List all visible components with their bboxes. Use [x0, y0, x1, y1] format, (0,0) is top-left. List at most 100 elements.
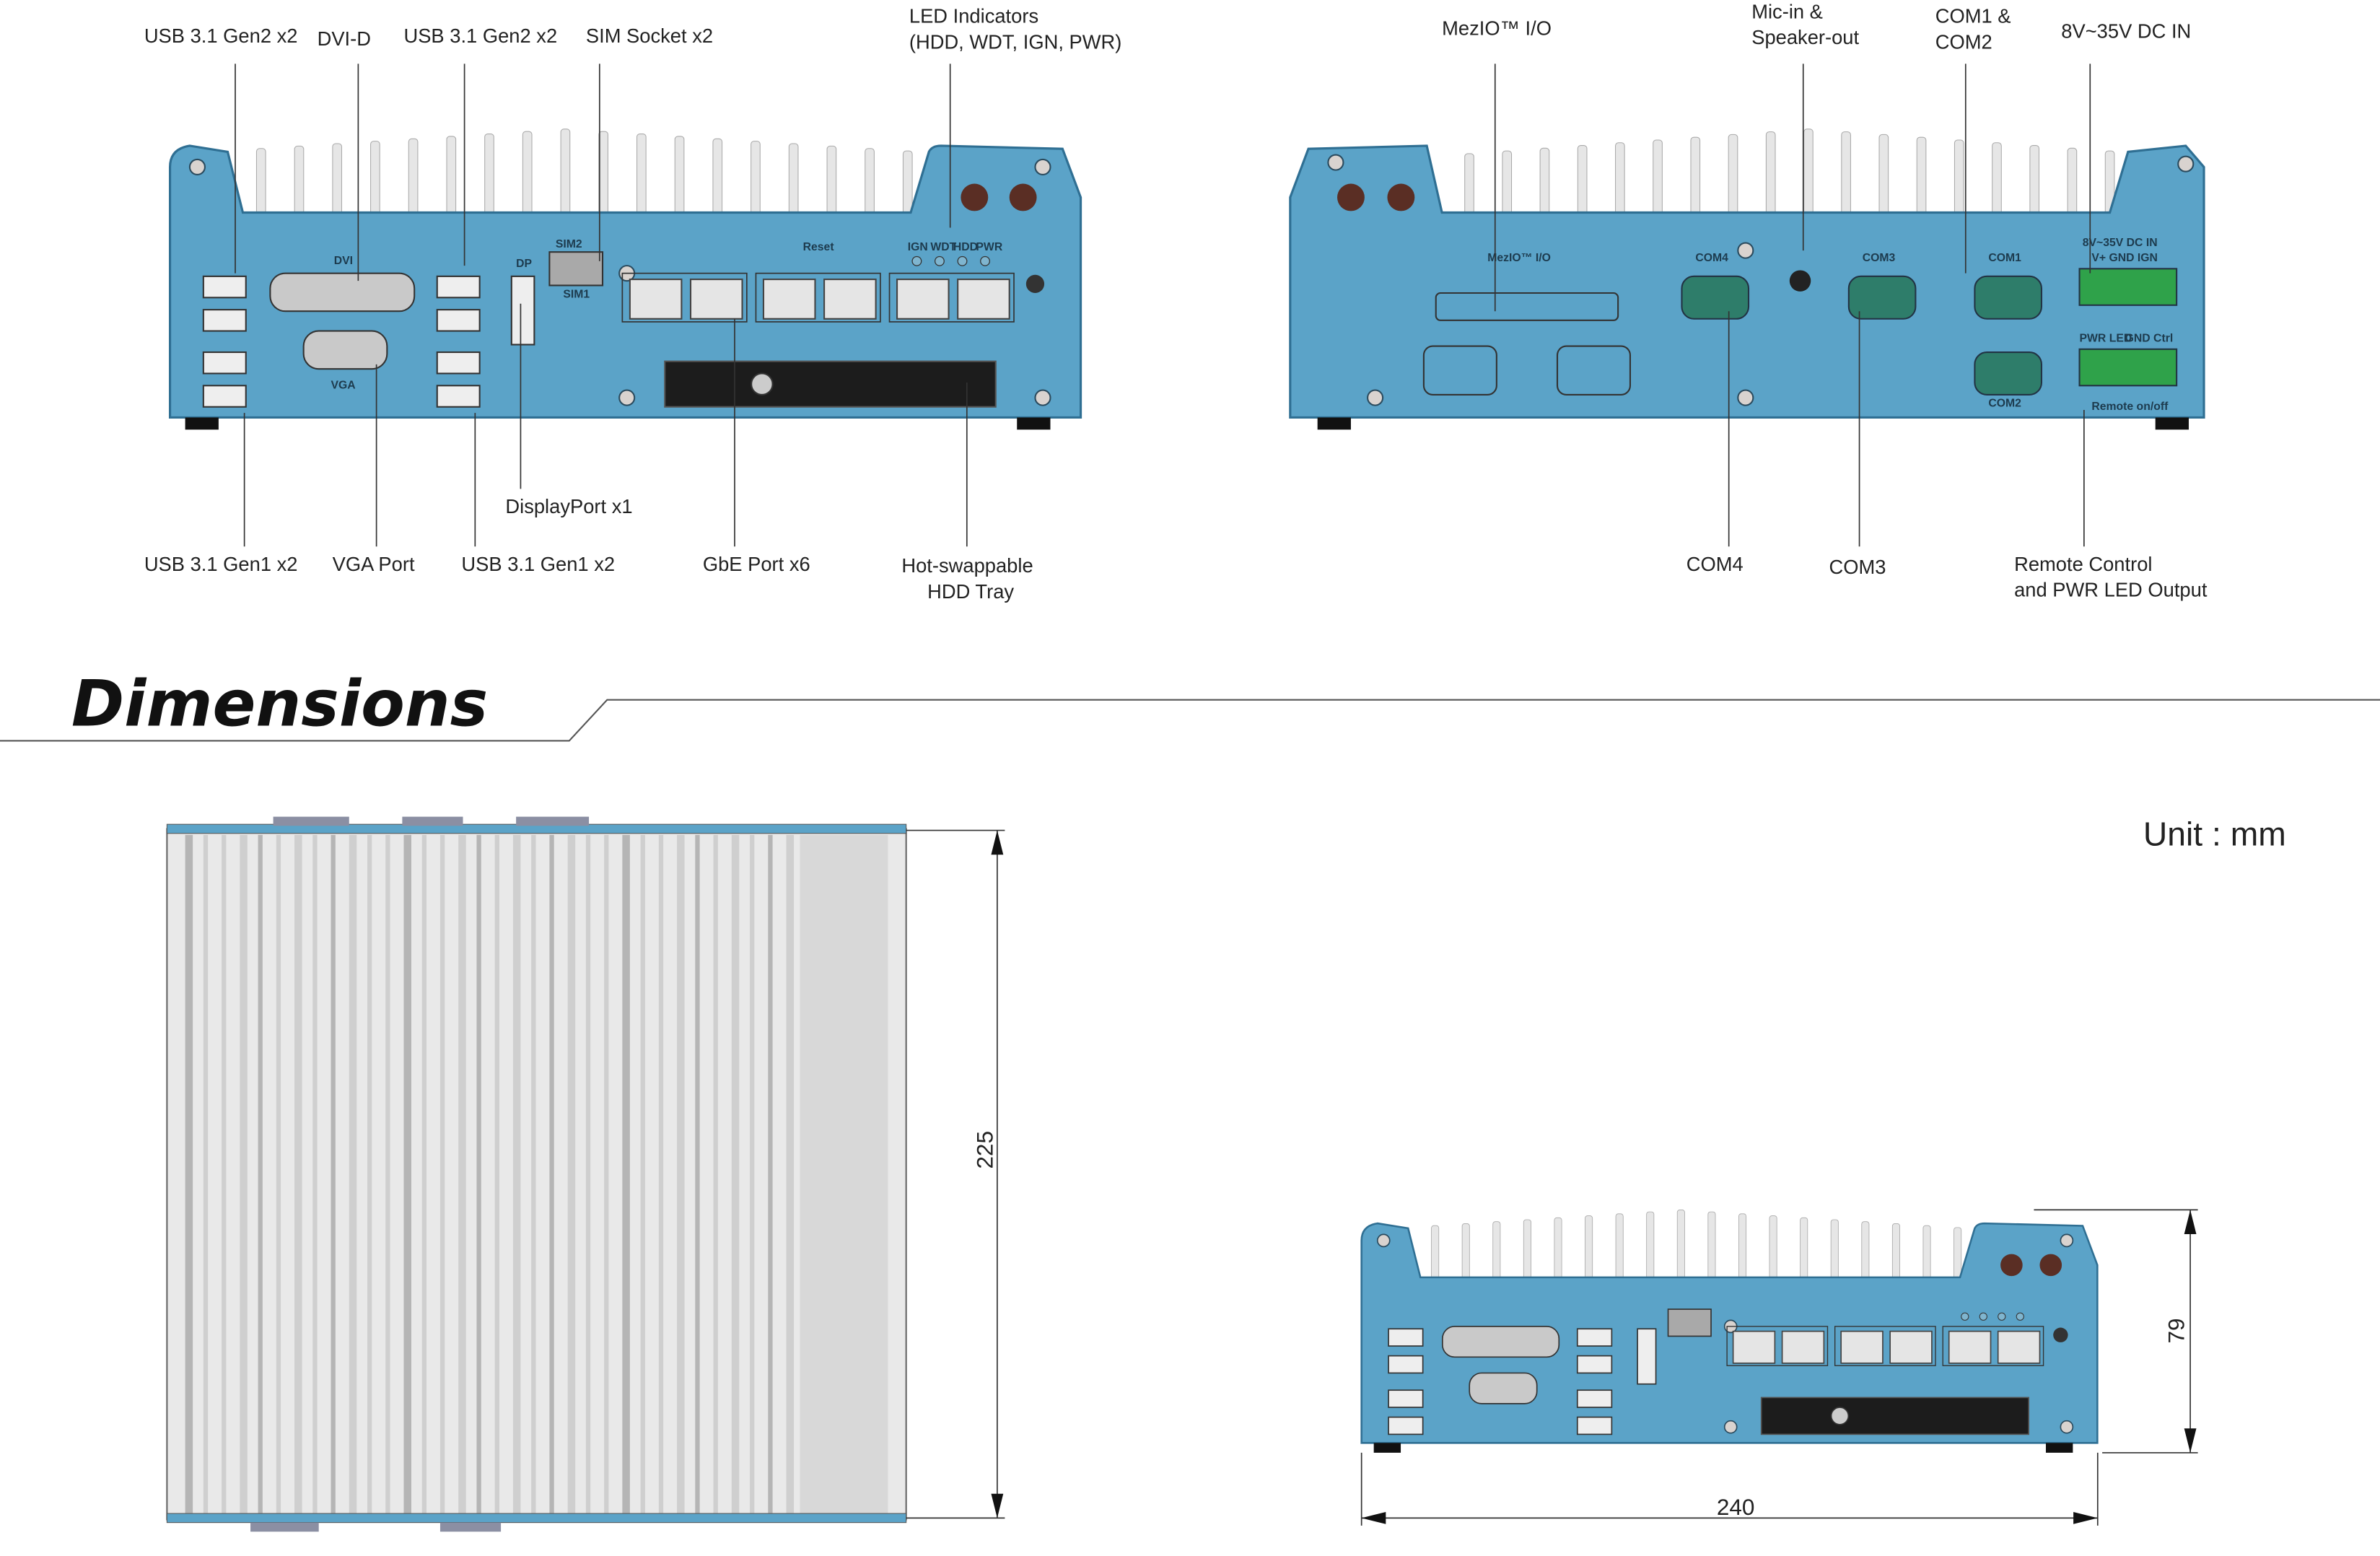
depth-dimension: 225	[906, 829, 1005, 1519]
sim2-silkscreen: SIM2	[556, 238, 582, 250]
reset-silkscreen: Reset	[803, 241, 835, 253]
unit-label: Unit : mm	[2143, 816, 2286, 853]
top-fin-stripe	[567, 834, 576, 1514]
dvi-silkscreen: DVI	[334, 255, 353, 267]
com2-silkscreen: COM2	[1988, 398, 2021, 410]
depth-value: 225	[972, 1131, 998, 1169]
led-silkscreen-wdt: WDT	[930, 241, 956, 253]
pwr-led-silkscreen: PWR LED	[2080, 332, 2132, 344]
label-displayport: DisplayPort x1	[505, 495, 632, 517]
top-fin-stripe	[349, 834, 357, 1514]
section-title: Dimensions	[71, 666, 488, 740]
top-view-connector	[516, 816, 590, 826]
remote-silkscreen: Remote on/off	[2091, 401, 2169, 413]
label-hdd-tray-1: Hot-swappable	[901, 554, 1033, 577]
top-fin-stripe	[512, 834, 521, 1514]
label-hdd-tray-2: HDD Tray	[927, 580, 1014, 603]
com3-silkscreen: COM3	[1863, 252, 1896, 264]
top-fin-stripe	[622, 834, 630, 1514]
label-com4: COM4	[1686, 553, 1744, 575]
top-fin-stripe	[331, 834, 336, 1514]
label-usb-gen1-left: USB 3.1 Gen1 x2	[144, 553, 298, 575]
top-view-flat	[800, 834, 888, 1514]
front-panel-silkscreen: DVI VGA DP SIM2 SIM1 Reset IGN WDT HDD P…	[331, 238, 1003, 392]
top-fin-stripe	[203, 834, 209, 1514]
top-fin-stripe	[658, 834, 664, 1514]
label-led-indicators: LED Indicators	[909, 5, 1038, 27]
label-mezio: MezIO™ I/O	[1442, 17, 1552, 39]
com1-silkscreen: COM1	[1988, 252, 2021, 264]
top-fin-stripe	[768, 834, 773, 1514]
top-fin-stripe	[367, 834, 372, 1514]
label-dc-in: 8V~35V DC IN	[2061, 20, 2191, 43]
top-fin-stripe	[476, 834, 481, 1514]
label-dvi-d: DVI-D	[318, 27, 371, 50]
top-fin-stripe	[640, 834, 645, 1514]
rear-panel-callouts: MezIO™ I/O Mic-in & Speaker-out COM1 & C…	[1442, 0, 2208, 600]
top-fin-stripe	[531, 834, 536, 1514]
dc-silkscreen: 8V~35V DC IN	[2083, 237, 2158, 249]
label-mic-2: Speaker-out	[1751, 26, 1859, 48]
leader-lines-rear	[1494, 64, 2091, 547]
width-dimension: 240	[1360, 1452, 2099, 1526]
label-com12-1: COM1 &	[1935, 5, 2011, 27]
com4-silkscreen: COM4	[1695, 252, 1728, 264]
top-fin-stripe	[695, 834, 700, 1514]
top-fin-stripe	[258, 834, 263, 1514]
label-remote-2: and PWR LED Output	[2014, 579, 2208, 601]
leader-lines-front	[235, 64, 968, 547]
led-silkscreen-hdd: HDD	[953, 241, 978, 253]
dc-pins-silkscreen: V+ GND IGN	[2091, 252, 2158, 264]
top-fin-stripe	[421, 834, 427, 1514]
top-fin-stripe	[222, 834, 227, 1514]
top-fin-stripe	[458, 834, 466, 1514]
top-fin-stripe	[312, 834, 318, 1514]
top-fin-stripe	[677, 834, 685, 1514]
dp-silkscreen: DP	[516, 258, 532, 270]
top-fin-stripe	[750, 834, 755, 1514]
label-mic-1: Mic-in &	[1751, 0, 1823, 22]
top-view-connector	[273, 816, 349, 826]
label-usb-gen1-right: USB 3.1 Gen1 x2	[461, 553, 615, 575]
label-usb-gen2-right: USB 3.1 Gen2 x2	[403, 25, 557, 47]
section-divider	[0, 699, 2380, 742]
top-fin-stripe	[786, 834, 795, 1514]
label-sim-socket: SIM Socket x2	[586, 25, 713, 47]
top-view-connector	[402, 816, 463, 826]
top-fin-stripe	[294, 834, 302, 1514]
top-fin-stripe	[585, 834, 591, 1514]
top-fin-stripe	[385, 834, 390, 1514]
top-view-outline	[166, 828, 907, 1521]
label-vga-port: VGA Port	[333, 553, 415, 575]
top-fin-stripe	[731, 834, 740, 1514]
led-silkscreen-pwr: PWR	[976, 241, 1002, 253]
top-fin-stripe	[240, 834, 248, 1514]
top-view-rear-edge	[166, 1513, 907, 1524]
top-view-connector	[439, 1522, 502, 1532]
rear-panel-view	[1289, 128, 2205, 431]
height-value: 79	[2164, 1318, 2189, 1343]
width-value: 240	[1717, 1494, 1755, 1520]
mezio-silkscreen: MezIO™ I/O	[1487, 252, 1551, 264]
sim1-silkscreen: SIM1	[563, 288, 590, 300]
front-panel-view	[168, 128, 1082, 431]
label-gbe-ports: GbE Port x6	[703, 553, 810, 575]
label-led-list: (HDD, WDT, IGN, PWR)	[909, 30, 1122, 53]
front-panel-callouts: USB 3.1 Gen2 x2 DVI-D USB 3.1 Gen2 x2 SI…	[144, 5, 1122, 603]
rear-panel-silkscreen: MezIO™ I/O COM4 COM3 COM1 COM2 8V~35V DC…	[1487, 237, 2173, 413]
top-fin-stripe	[604, 834, 609, 1514]
top-fin-stripe	[185, 834, 193, 1514]
label-usb-gen2-left: USB 3.1 Gen2 x2	[144, 25, 298, 47]
label-com12-2: COM2	[1935, 30, 1992, 53]
top-fin-stripe	[494, 834, 499, 1514]
vga-silkscreen: VGA	[331, 379, 356, 391]
label-remote-1: Remote Control	[2014, 553, 2152, 575]
top-fin-stripe	[549, 834, 554, 1514]
label-com3: COM3	[1829, 556, 1886, 578]
led-silkscreen-ign: IGN	[908, 241, 928, 253]
top-view-drawing	[166, 816, 907, 1532]
front-view-dimensioned	[1360, 1209, 2099, 1454]
top-fin-stripe	[713, 834, 718, 1514]
top-fin-stripe	[403, 834, 411, 1514]
